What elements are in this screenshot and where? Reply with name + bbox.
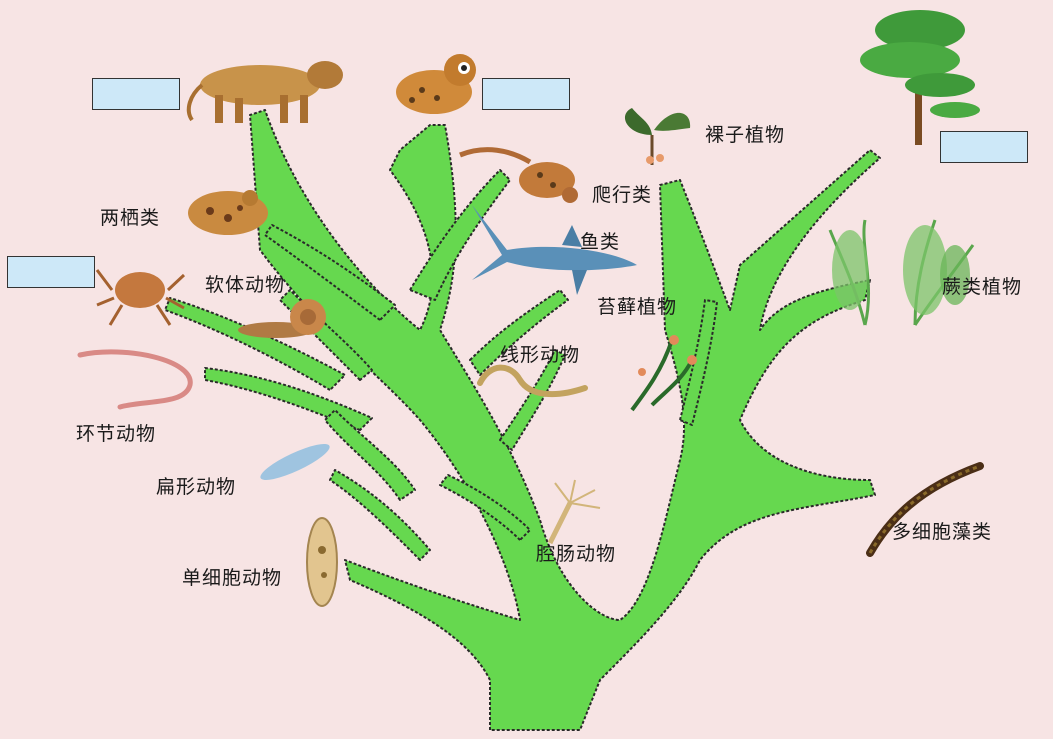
roundworm-icon — [477, 364, 588, 398]
label-annelids: 环节动物 — [76, 423, 157, 445]
label-ferns: 蕨类植物 — [942, 276, 1023, 298]
seaweed-icon — [866, 462, 984, 557]
label-coelenterates: 腔肠动物 — [536, 543, 617, 565]
label-mollusks: 软体动物 — [205, 274, 286, 296]
owl-icon — [396, 54, 476, 114]
blank-box-angiosperm[interactable] — [940, 131, 1028, 163]
shark-icon — [472, 205, 637, 295]
blank-box-arthropod[interactable] — [7, 256, 95, 288]
lizard-icon — [459, 147, 578, 203]
branch-nematode — [499, 349, 566, 451]
branch-amphibian — [264, 224, 396, 321]
label-protozoa: 单细胞动物 — [182, 567, 283, 589]
branch-reptile — [409, 169, 511, 301]
lion-icon — [186, 61, 343, 123]
crab-icon — [95, 269, 186, 326]
paramecium-icon — [306, 517, 338, 607]
label-amphibians: 两栖类 — [100, 207, 161, 229]
snail-icon — [238, 299, 326, 338]
branch-crab — [164, 297, 346, 391]
label-multicellular-algae: 多细胞藻类 — [892, 521, 993, 543]
label-gymnosperms: 裸子植物 — [705, 124, 786, 146]
frog-icon — [188, 190, 268, 235]
hydra-icon — [547, 479, 601, 545]
earthworm-icon — [77, 349, 193, 410]
branch-protozoa — [329, 469, 431, 561]
label-reptiles: 爬行类 — [592, 184, 653, 206]
blank-box-bird[interactable] — [482, 78, 570, 110]
label-bryophytes: 苔藓植物 — [597, 296, 678, 318]
moss-icon — [630, 335, 697, 412]
fern-icon — [828, 219, 975, 326]
flatworm-icon — [260, 443, 330, 481]
pine-tree-icon — [860, 10, 980, 145]
label-fish: 鱼类 — [580, 231, 621, 253]
label-nematodes: 线形动物 — [500, 344, 581, 366]
ginkgo-icon — [624, 108, 691, 165]
blank-box-mammal[interactable] — [92, 78, 180, 110]
label-flatworms: 扁形动物 — [156, 476, 237, 498]
branch-coelenterate — [439, 474, 531, 541]
branch-flatworm — [324, 409, 416, 501]
tree-trunk — [249, 109, 881, 731]
branch-moss — [679, 299, 718, 426]
branch-fish — [469, 289, 569, 376]
